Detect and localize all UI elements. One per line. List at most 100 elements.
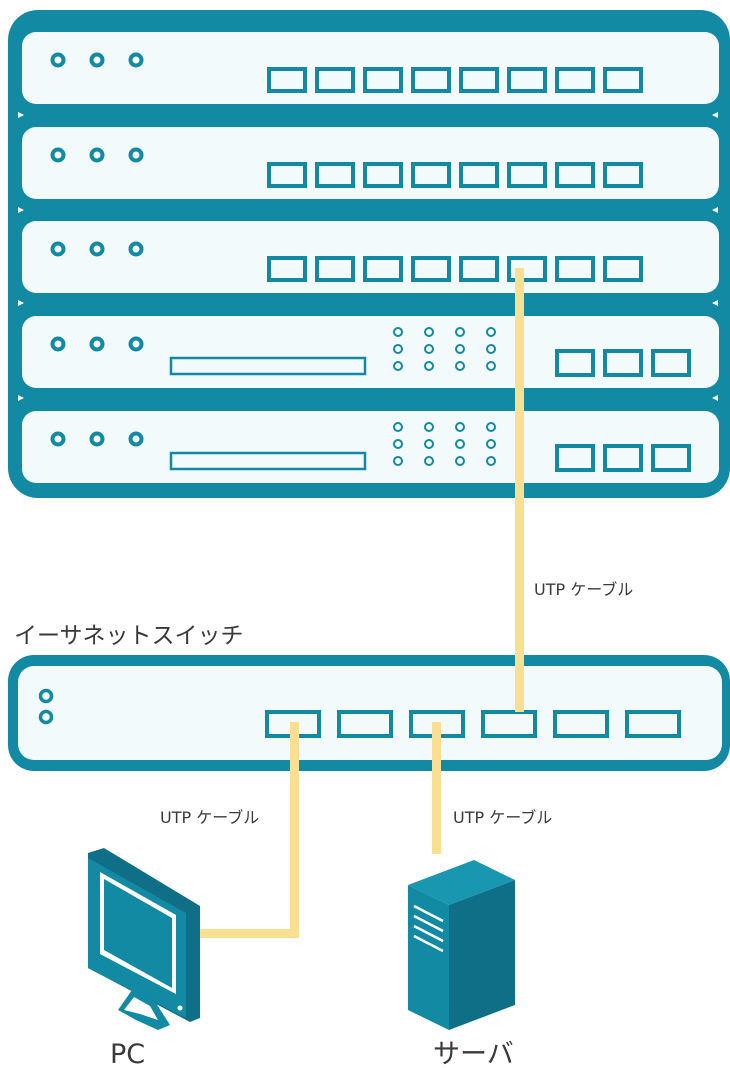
server-cable	[432, 722, 441, 854]
server-tower-icon	[408, 860, 515, 1030]
network-port	[315, 67, 355, 93]
uplink-cable	[515, 268, 524, 712]
indicator-light	[424, 456, 434, 466]
rack-unit-1	[22, 32, 719, 104]
ethernet-switch	[8, 655, 730, 771]
indicator-light	[424, 344, 434, 354]
cable-label-pc: UTP ケーブル	[160, 808, 259, 827]
network-port	[555, 349, 595, 377]
indicator-light	[393, 344, 403, 354]
indicator-light	[393, 456, 403, 466]
network-port	[267, 256, 307, 282]
network-port	[555, 444, 595, 472]
rack-unit-5	[22, 411, 719, 483]
indicator-light	[486, 456, 496, 466]
network-port	[651, 349, 691, 377]
network-port	[315, 256, 355, 282]
rack-notches	[18, 112, 718, 401]
drive-slot	[169, 356, 367, 376]
indicator-light	[455, 344, 465, 354]
indicator-light	[424, 439, 434, 449]
server-label: サーバ	[433, 1039, 514, 1068]
indicator-light	[393, 422, 403, 432]
network-port	[411, 256, 451, 282]
switch-led	[38, 688, 54, 704]
monitor-icon	[88, 848, 200, 1030]
status-led	[50, 52, 66, 68]
status-led	[128, 241, 144, 257]
network-port	[603, 162, 643, 188]
drive-slot	[169, 451, 367, 471]
cable-label-uplink: UTP ケーブル	[534, 580, 633, 599]
indicator-light	[455, 361, 465, 371]
network-port	[411, 67, 451, 93]
status-led	[128, 431, 144, 447]
network-port	[459, 67, 499, 93]
indicator-light	[393, 439, 403, 449]
switch-port	[481, 710, 537, 738]
network-port	[363, 162, 403, 188]
status-led	[128, 336, 144, 352]
server-rack	[8, 10, 730, 498]
indicator-light	[424, 361, 434, 371]
indicator-light	[455, 327, 465, 337]
rack-unit-3	[22, 221, 719, 293]
network-port	[603, 256, 643, 282]
switch-led	[38, 709, 54, 725]
cable-label-server: UTP ケーブル	[453, 808, 552, 827]
indicator-light	[424, 422, 434, 432]
network-port	[267, 67, 307, 93]
pc-cable-vertical	[290, 722, 299, 938]
switch-port	[625, 710, 681, 738]
network-port	[507, 162, 547, 188]
indicator-light	[486, 327, 496, 337]
pc-label: PC	[110, 1039, 145, 1068]
status-led	[50, 336, 66, 352]
status-led	[89, 336, 105, 352]
indicator-light	[424, 327, 434, 337]
network-port	[363, 67, 403, 93]
network-port	[363, 256, 403, 282]
rack-unit-4	[22, 316, 719, 388]
cables	[196, 268, 524, 938]
status-led	[89, 52, 105, 68]
status-led	[50, 431, 66, 447]
network-port	[267, 162, 307, 188]
rack-unit-2	[22, 127, 719, 199]
network-port	[603, 349, 643, 377]
status-led	[128, 147, 144, 163]
indicator-light	[393, 361, 403, 371]
network-port	[507, 67, 547, 93]
network-port	[603, 444, 643, 472]
network-port	[411, 162, 451, 188]
network-port	[555, 67, 595, 93]
network-port	[555, 162, 595, 188]
status-led	[89, 147, 105, 163]
indicator-light	[455, 439, 465, 449]
switch-label: イーサネットスイッチ	[14, 623, 244, 649]
network-port	[315, 162, 355, 188]
status-led	[50, 241, 66, 257]
indicator-light	[486, 422, 496, 432]
indicator-light	[455, 456, 465, 466]
switch-port	[337, 710, 393, 738]
network-port	[459, 256, 499, 282]
network-port	[603, 67, 643, 93]
network-port	[459, 162, 499, 188]
network-port	[651, 444, 691, 472]
status-led	[89, 431, 105, 447]
indicator-light	[486, 361, 496, 371]
indicator-light	[486, 344, 496, 354]
switch-port	[553, 710, 609, 738]
indicator-light	[455, 422, 465, 432]
rack-unit-panel	[22, 411, 719, 483]
status-led	[50, 147, 66, 163]
status-led	[89, 241, 105, 257]
indicator-light	[486, 439, 496, 449]
network-port	[507, 256, 547, 282]
pc-cable-horizontal	[196, 929, 299, 938]
indicator-light	[393, 327, 403, 337]
status-led	[128, 52, 144, 68]
rack-unit-panel	[22, 316, 719, 388]
